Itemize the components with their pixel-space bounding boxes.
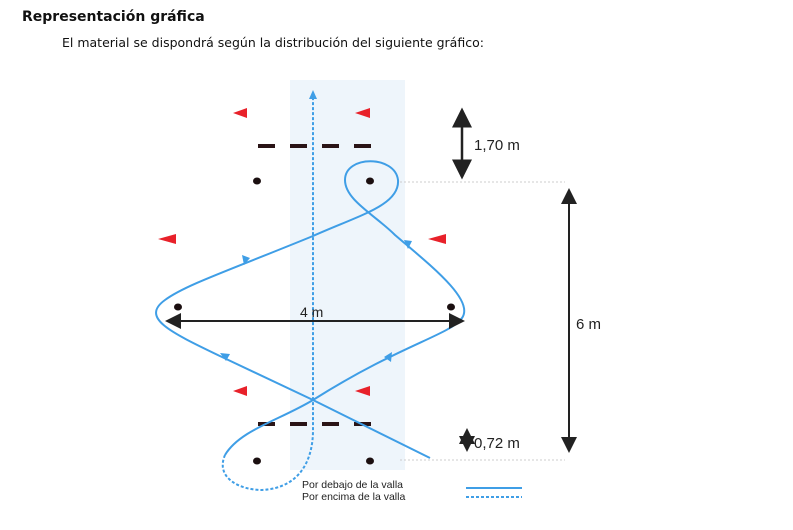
lane-band bbox=[290, 80, 405, 470]
direction-arrow-icon bbox=[384, 352, 392, 362]
cone-icon bbox=[366, 457, 374, 465]
section-description: El material se dispondrá según la distri… bbox=[62, 35, 484, 50]
direction-arrow-icon bbox=[309, 90, 317, 99]
bottom-gap-label: 0,72 m bbox=[474, 435, 520, 452]
flag-icon bbox=[233, 386, 247, 396]
legend-below-label: Por debajo de la valla bbox=[302, 479, 403, 491]
legend-above-label: Por encima de la valla bbox=[302, 491, 405, 503]
flag-icon bbox=[355, 386, 370, 396]
flag-icon bbox=[428, 234, 446, 244]
direction-arrow-icon bbox=[220, 353, 230, 361]
height-label: 6 m bbox=[576, 316, 601, 333]
cone-icon bbox=[253, 177, 261, 185]
cone-icon bbox=[174, 303, 182, 311]
cone-icon bbox=[253, 457, 261, 465]
run-path-dotted bbox=[221, 93, 314, 492]
direction-arrow-icon bbox=[242, 255, 250, 265]
flag-icon bbox=[233, 108, 247, 118]
section-heading: Representación gráfica bbox=[22, 9, 205, 25]
cone-icon bbox=[447, 303, 455, 311]
cones bbox=[174, 177, 455, 465]
flag-icon bbox=[158, 234, 176, 244]
cone-icon bbox=[366, 177, 374, 185]
width-label: 4 m bbox=[300, 304, 323, 320]
flag-icon bbox=[355, 108, 370, 118]
flag-markers bbox=[158, 108, 446, 396]
top-gap-label: 1,70 m bbox=[474, 137, 520, 154]
direction-arrow-icon bbox=[404, 240, 412, 249]
